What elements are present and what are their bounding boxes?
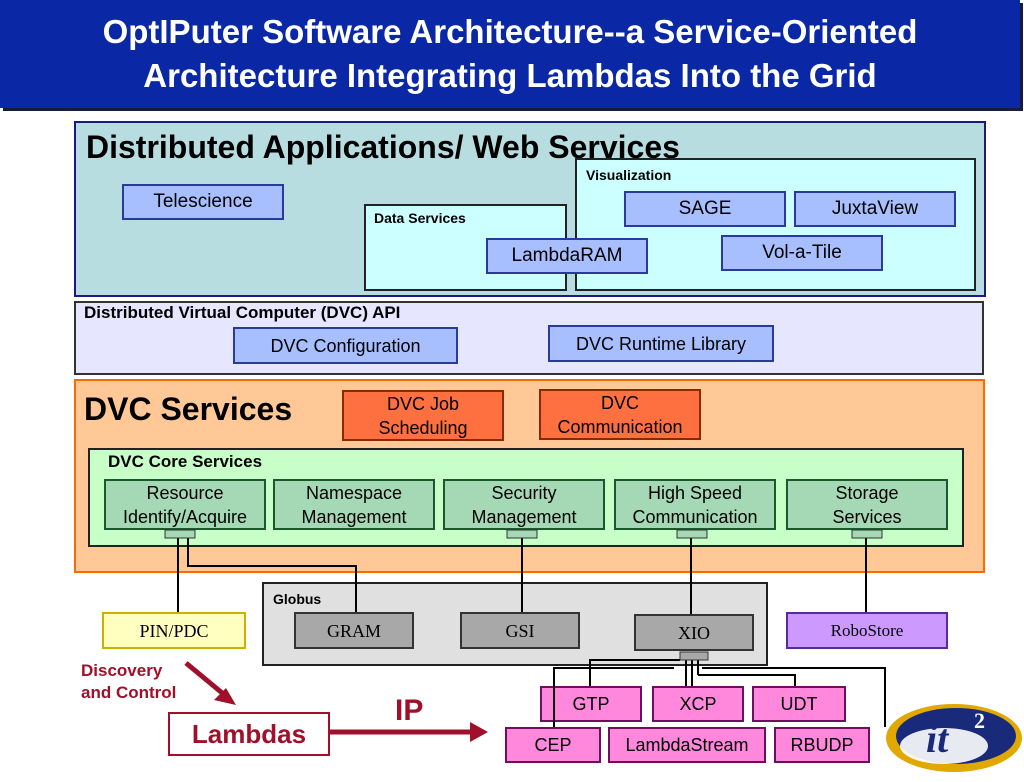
dvc-configuration-box: DVC Configuration	[233, 327, 458, 364]
core-security-line-2: Management	[471, 506, 577, 527]
core-storage-box: Storage Services	[786, 479, 948, 530]
xio-box: XIO	[634, 614, 754, 651]
juxtaview-box: JuxtaView	[794, 191, 956, 227]
vol-a-tile-box: Vol-a-Tile	[721, 235, 883, 271]
title-bar	[0, 0, 1020, 108]
data-services-label: Data Services	[374, 210, 466, 226]
dvc-job-scheduling-line-1: DVC Job	[386, 393, 460, 414]
ip-label: IP	[395, 694, 424, 727]
dvc-api-panel	[74, 301, 984, 375]
core-resource-line-1: Resource	[146, 482, 224, 503]
dvc-api-heading: Distributed Virtual Computer (DVC) API	[84, 303, 401, 322]
core-namespace-line-1: Namespace	[305, 482, 403, 503]
xcp-box: XCP	[652, 686, 744, 722]
gtp-box: GTP	[540, 686, 642, 722]
pin-pdc-box: PIN/PDC	[102, 612, 246, 649]
core-resource-line-2: Identify/Acquire	[122, 506, 248, 527]
core-high-speed-box: High Speed Communication	[614, 479, 776, 530]
lambdas-box: Lambdas	[168, 712, 330, 756]
rbudp-box: RBUDP	[774, 727, 870, 763]
core-storage-line-2: Services	[832, 506, 902, 527]
title-line-1: OptIPuter Software Architecture--a Servi…	[102, 13, 918, 50]
dvc-runtime-library-box: DVC Runtime Library	[548, 325, 774, 362]
gsi-box: GSI	[460, 612, 580, 649]
it2-logo-text: it	[926, 716, 950, 761]
dvc-core-services-label: DVC Core Services	[108, 452, 263, 471]
it2-logo-mark: it 2	[886, 704, 1022, 772]
core-resource-box: Resource Identify/Acquire	[104, 479, 266, 530]
cep-box: CEP	[505, 727, 601, 763]
globus-label: Globus	[273, 591, 322, 607]
dvc-job-scheduling-line-2: Scheduling	[378, 417, 468, 438]
it2-logo: it 2	[878, 690, 1024, 777]
title-line-2: Architecture Integrating Lambdas Into th…	[143, 57, 877, 94]
lambdaram-box: LambdaRAM	[486, 238, 648, 274]
core-storage-line-1: Storage	[835, 482, 899, 503]
core-namespace-box: Namespace Management	[273, 479, 435, 530]
core-security-box: Security Management	[443, 479, 605, 530]
discovery-line-1: Discovery	[81, 661, 163, 680]
gram-box: GRAM	[294, 612, 414, 649]
core-namespace-line-2: Management	[301, 506, 407, 527]
robustore-box: RoboStore	[786, 612, 948, 649]
telescience-box: Telescience	[122, 184, 284, 220]
visualization-label: Visualization	[586, 167, 672, 183]
discovery-line-2: and Control	[81, 683, 177, 702]
lambdastream-box: LambdaStream	[608, 727, 766, 763]
dvc-job-scheduling-box: DVC Job Scheduling	[342, 390, 504, 441]
discovery-control-label: Discovery and Control	[81, 660, 176, 704]
core-high-speed-line-2: Communication	[632, 506, 758, 527]
it2-logo-sup: 2	[974, 708, 985, 733]
udt-box: UDT	[752, 686, 846, 722]
page-title: OptIPuter Software Architecture--a Servi…	[0, 10, 1020, 98]
core-security-line-1: Security	[491, 482, 557, 503]
dvc-communication-line-2: Communication	[557, 416, 683, 437]
sage-box: SAGE	[624, 191, 786, 227]
core-high-speed-line-1: High Speed	[647, 482, 743, 503]
dvc-communication-line-1: DVC	[600, 392, 639, 413]
dvc-communication-box: DVC Communication	[539, 389, 701, 440]
dvc-services-heading: DVC Services	[84, 391, 293, 427]
